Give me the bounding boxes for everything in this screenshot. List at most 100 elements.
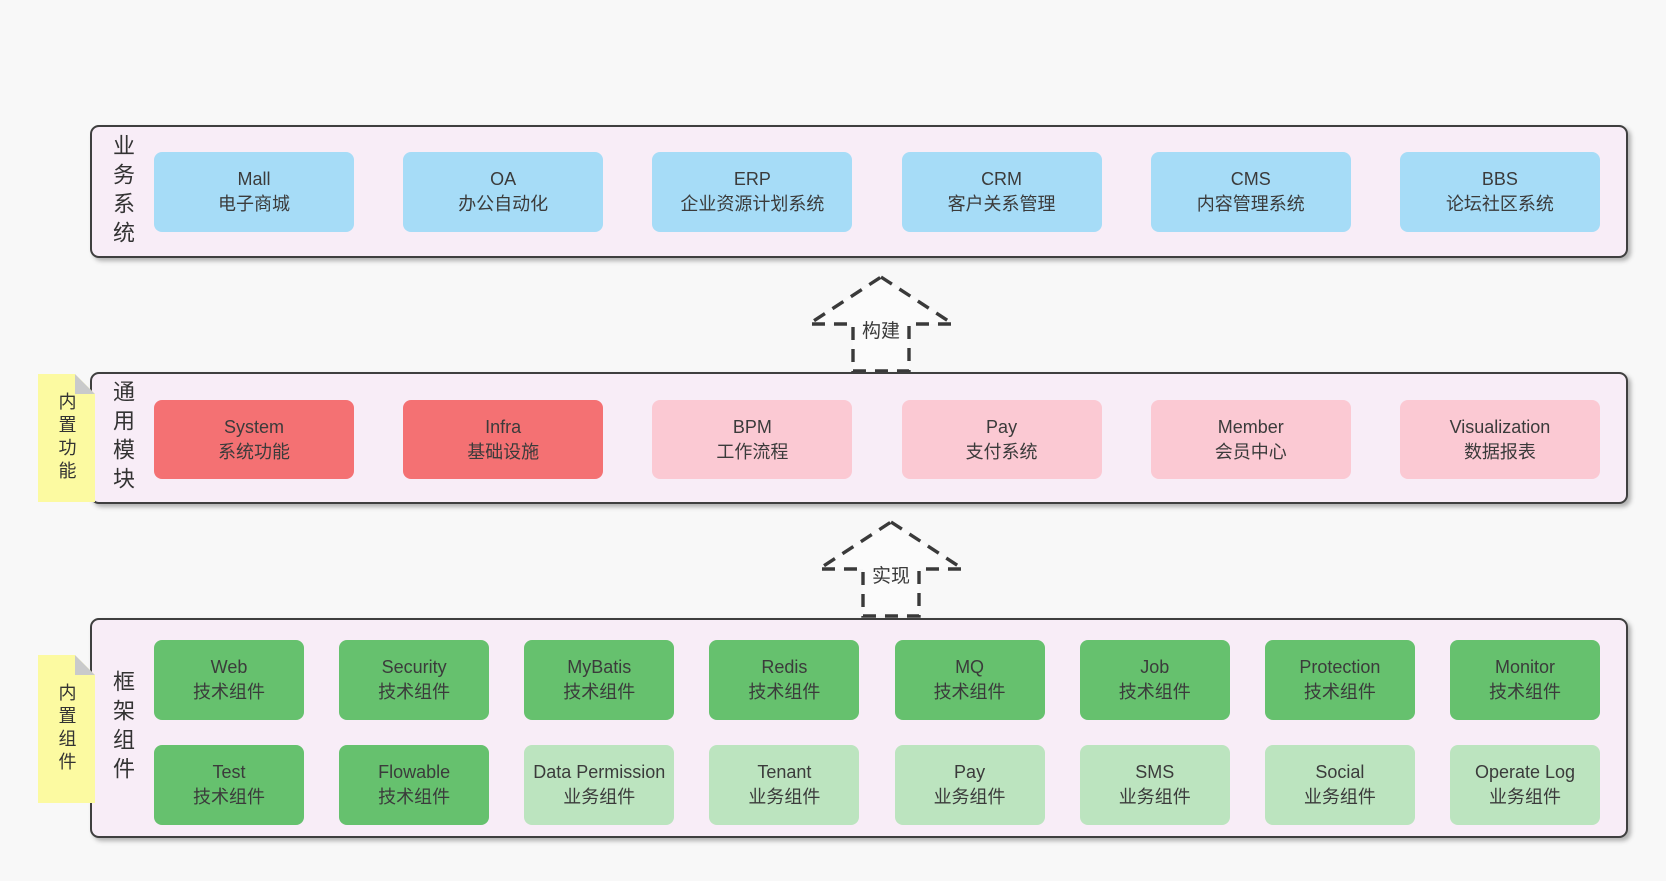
box-title: Security	[381, 657, 447, 677]
box-job: Job 技术组件	[1079, 640, 1230, 720]
box-title: Operate Log	[1474, 762, 1576, 782]
box-tenant: Tenant 业务组件	[709, 745, 860, 825]
box-infra: Infra 基础设施	[403, 400, 604, 479]
business-systems-label: 业务系统	[110, 133, 135, 250]
box-security: Security 技术组件	[339, 640, 490, 720]
box-sms: SMS 业务组件	[1079, 745, 1230, 825]
box-subtitle: 业务组件	[1303, 787, 1376, 807]
box-title: Web	[210, 657, 248, 677]
box-erp: ERP 企业资源计划系统	[652, 152, 853, 232]
box-member: Member 会员中心	[1150, 400, 1351, 479]
box-title: MyBatis	[567, 657, 632, 677]
box-title: Monitor	[1494, 657, 1555, 677]
box-subtitle: 技术组件	[1303, 682, 1376, 702]
box-subtitle: 技术组件	[933, 682, 1006, 702]
box-subtitle: 会员中心	[1214, 441, 1287, 462]
box-cms: CMS 内容管理系统	[1150, 152, 1351, 232]
box-title: BPM	[732, 416, 772, 437]
box-subtitle: 企业资源计划系统	[680, 194, 825, 214]
framework-components-row-1: Web 技术组件 Security 技术组件 MyBatis 技术组件 Redi…	[154, 640, 1600, 720]
box-title: Member	[1217, 416, 1284, 437]
framework-components-label: 框架组件	[110, 670, 135, 786]
box-subtitle: 技术组件	[1118, 682, 1191, 702]
box-title: Redis	[761, 657, 808, 677]
box-title: Social	[1315, 762, 1365, 782]
box-subtitle: 业务组件	[933, 787, 1006, 807]
box-subtitle: 业务组件	[1488, 787, 1561, 807]
box-subtitle: 业务组件	[1118, 787, 1191, 807]
box-data-permission: Data Permission 业务组件	[524, 745, 675, 825]
implement-arrow: 实现	[815, 518, 967, 620]
box-subtitle: 技术组件	[378, 682, 451, 702]
common-modules-layer: 通用模块 System 系统功能 Infra 基础设施 BPM 工作流程 Pay…	[90, 372, 1628, 504]
box-subtitle: 论坛社区系统	[1445, 194, 1554, 214]
box-title: BBS	[1481, 169, 1518, 189]
box-title: CRM	[981, 169, 1023, 189]
implement-arrow-label: 实现	[872, 565, 910, 587]
box-system: System 系统功能	[154, 400, 354, 479]
sticky-note-text: 内置功能	[56, 392, 77, 484]
box-monitor: Monitor 技术组件	[1449, 640, 1600, 720]
box-subtitle: 电子商城	[218, 194, 290, 214]
box-title: Flowable	[378, 762, 451, 782]
sticky-note-builtin-components: 内置组件	[38, 655, 95, 803]
box-web: Web 技术组件	[154, 640, 304, 720]
box-redis: Redis 技术组件	[709, 640, 860, 720]
box-title: Tenant	[757, 762, 812, 782]
box-subtitle: 基础设施	[467, 441, 540, 462]
box-title: Visualization	[1449, 416, 1551, 437]
framework-components-layer: 框架组件 Web 技术组件 Security 技术组件 MyBatis 技术组件…	[90, 618, 1628, 838]
common-modules-row: System 系统功能 Infra 基础设施 BPM 工作流程 Pay 支付系统…	[154, 400, 1600, 479]
box-subtitle: 技术组件	[193, 682, 265, 702]
box-subtitle: 技术组件	[193, 787, 265, 807]
box-subtitle: 技术组件	[378, 787, 451, 807]
box-title: Pay	[986, 416, 1018, 437]
box-subtitle: 系统功能	[218, 441, 290, 462]
box-title: CMS	[1230, 169, 1271, 189]
business-systems-layer: 业务系统 Mall 电子商城 OA 办公自动化 ERP 企业资源计划系统 CRM…	[90, 125, 1628, 258]
sticky-note-text: 内置组件	[56, 683, 77, 775]
up-arrow-icon: 构建	[805, 274, 957, 373]
box-pay-component: Pay 业务组件	[894, 745, 1045, 825]
common-modules-label: 通用模块	[110, 380, 135, 496]
box-subtitle: 支付系统	[965, 441, 1038, 462]
box-title: OA	[490, 169, 517, 189]
box-oa: OA 办公自动化	[403, 152, 604, 232]
box-title: System	[223, 416, 284, 437]
box-title: ERP	[733, 169, 771, 189]
box-title: Job	[1140, 657, 1170, 677]
box-subtitle: 办公自动化	[458, 194, 549, 214]
box-subtitle: 技术组件	[563, 682, 636, 702]
box-title: Test	[212, 762, 246, 782]
box-visualization: Visualization 数据报表	[1399, 400, 1600, 479]
box-protection: Protection 技术组件	[1264, 640, 1415, 720]
business-systems-row: Mall 电子商城 OA 办公自动化 ERP 企业资源计划系统 CRM 客户关系…	[154, 152, 1600, 232]
box-operate-log: Operate Log 业务组件	[1449, 745, 1600, 825]
box-flowable: Flowable 技术组件	[339, 745, 490, 825]
box-crm: CRM 客户关系管理	[901, 152, 1102, 232]
box-title: Infra	[485, 416, 522, 437]
box-mq: MQ 技术组件	[894, 640, 1045, 720]
box-bbs: BBS 论坛社区系统	[1399, 152, 1600, 232]
box-subtitle: 内容管理系统	[1196, 194, 1305, 214]
box-title: Pay	[954, 762, 986, 782]
box-title: Mall	[237, 169, 271, 189]
box-test: Test 技术组件	[154, 745, 304, 825]
box-title: Data Permission	[533, 762, 666, 782]
framework-components-row-2: Test 技术组件 Flowable 技术组件 Data Permission …	[154, 745, 1600, 825]
box-subtitle: 客户关系管理	[947, 194, 1056, 214]
box-subtitle: 技术组件	[748, 682, 821, 702]
box-subtitle: 业务组件	[748, 787, 821, 807]
box-mall: Mall 电子商城	[154, 152, 354, 232]
box-subtitle: 工作流程	[716, 441, 789, 462]
box-pay-module: Pay 支付系统	[901, 400, 1102, 479]
box-social: Social 业务组件	[1264, 745, 1415, 825]
box-subtitle: 业务组件	[563, 787, 636, 807]
box-subtitle: 技术组件	[1488, 682, 1561, 702]
sticky-note-builtin-features: 内置功能	[38, 374, 95, 502]
up-arrow-icon: 实现	[815, 519, 967, 618]
box-bpm: BPM 工作流程	[652, 400, 853, 479]
box-title: SMS	[1135, 762, 1175, 782]
box-subtitle: 数据报表	[1463, 441, 1536, 462]
box-title: MQ	[955, 657, 985, 677]
